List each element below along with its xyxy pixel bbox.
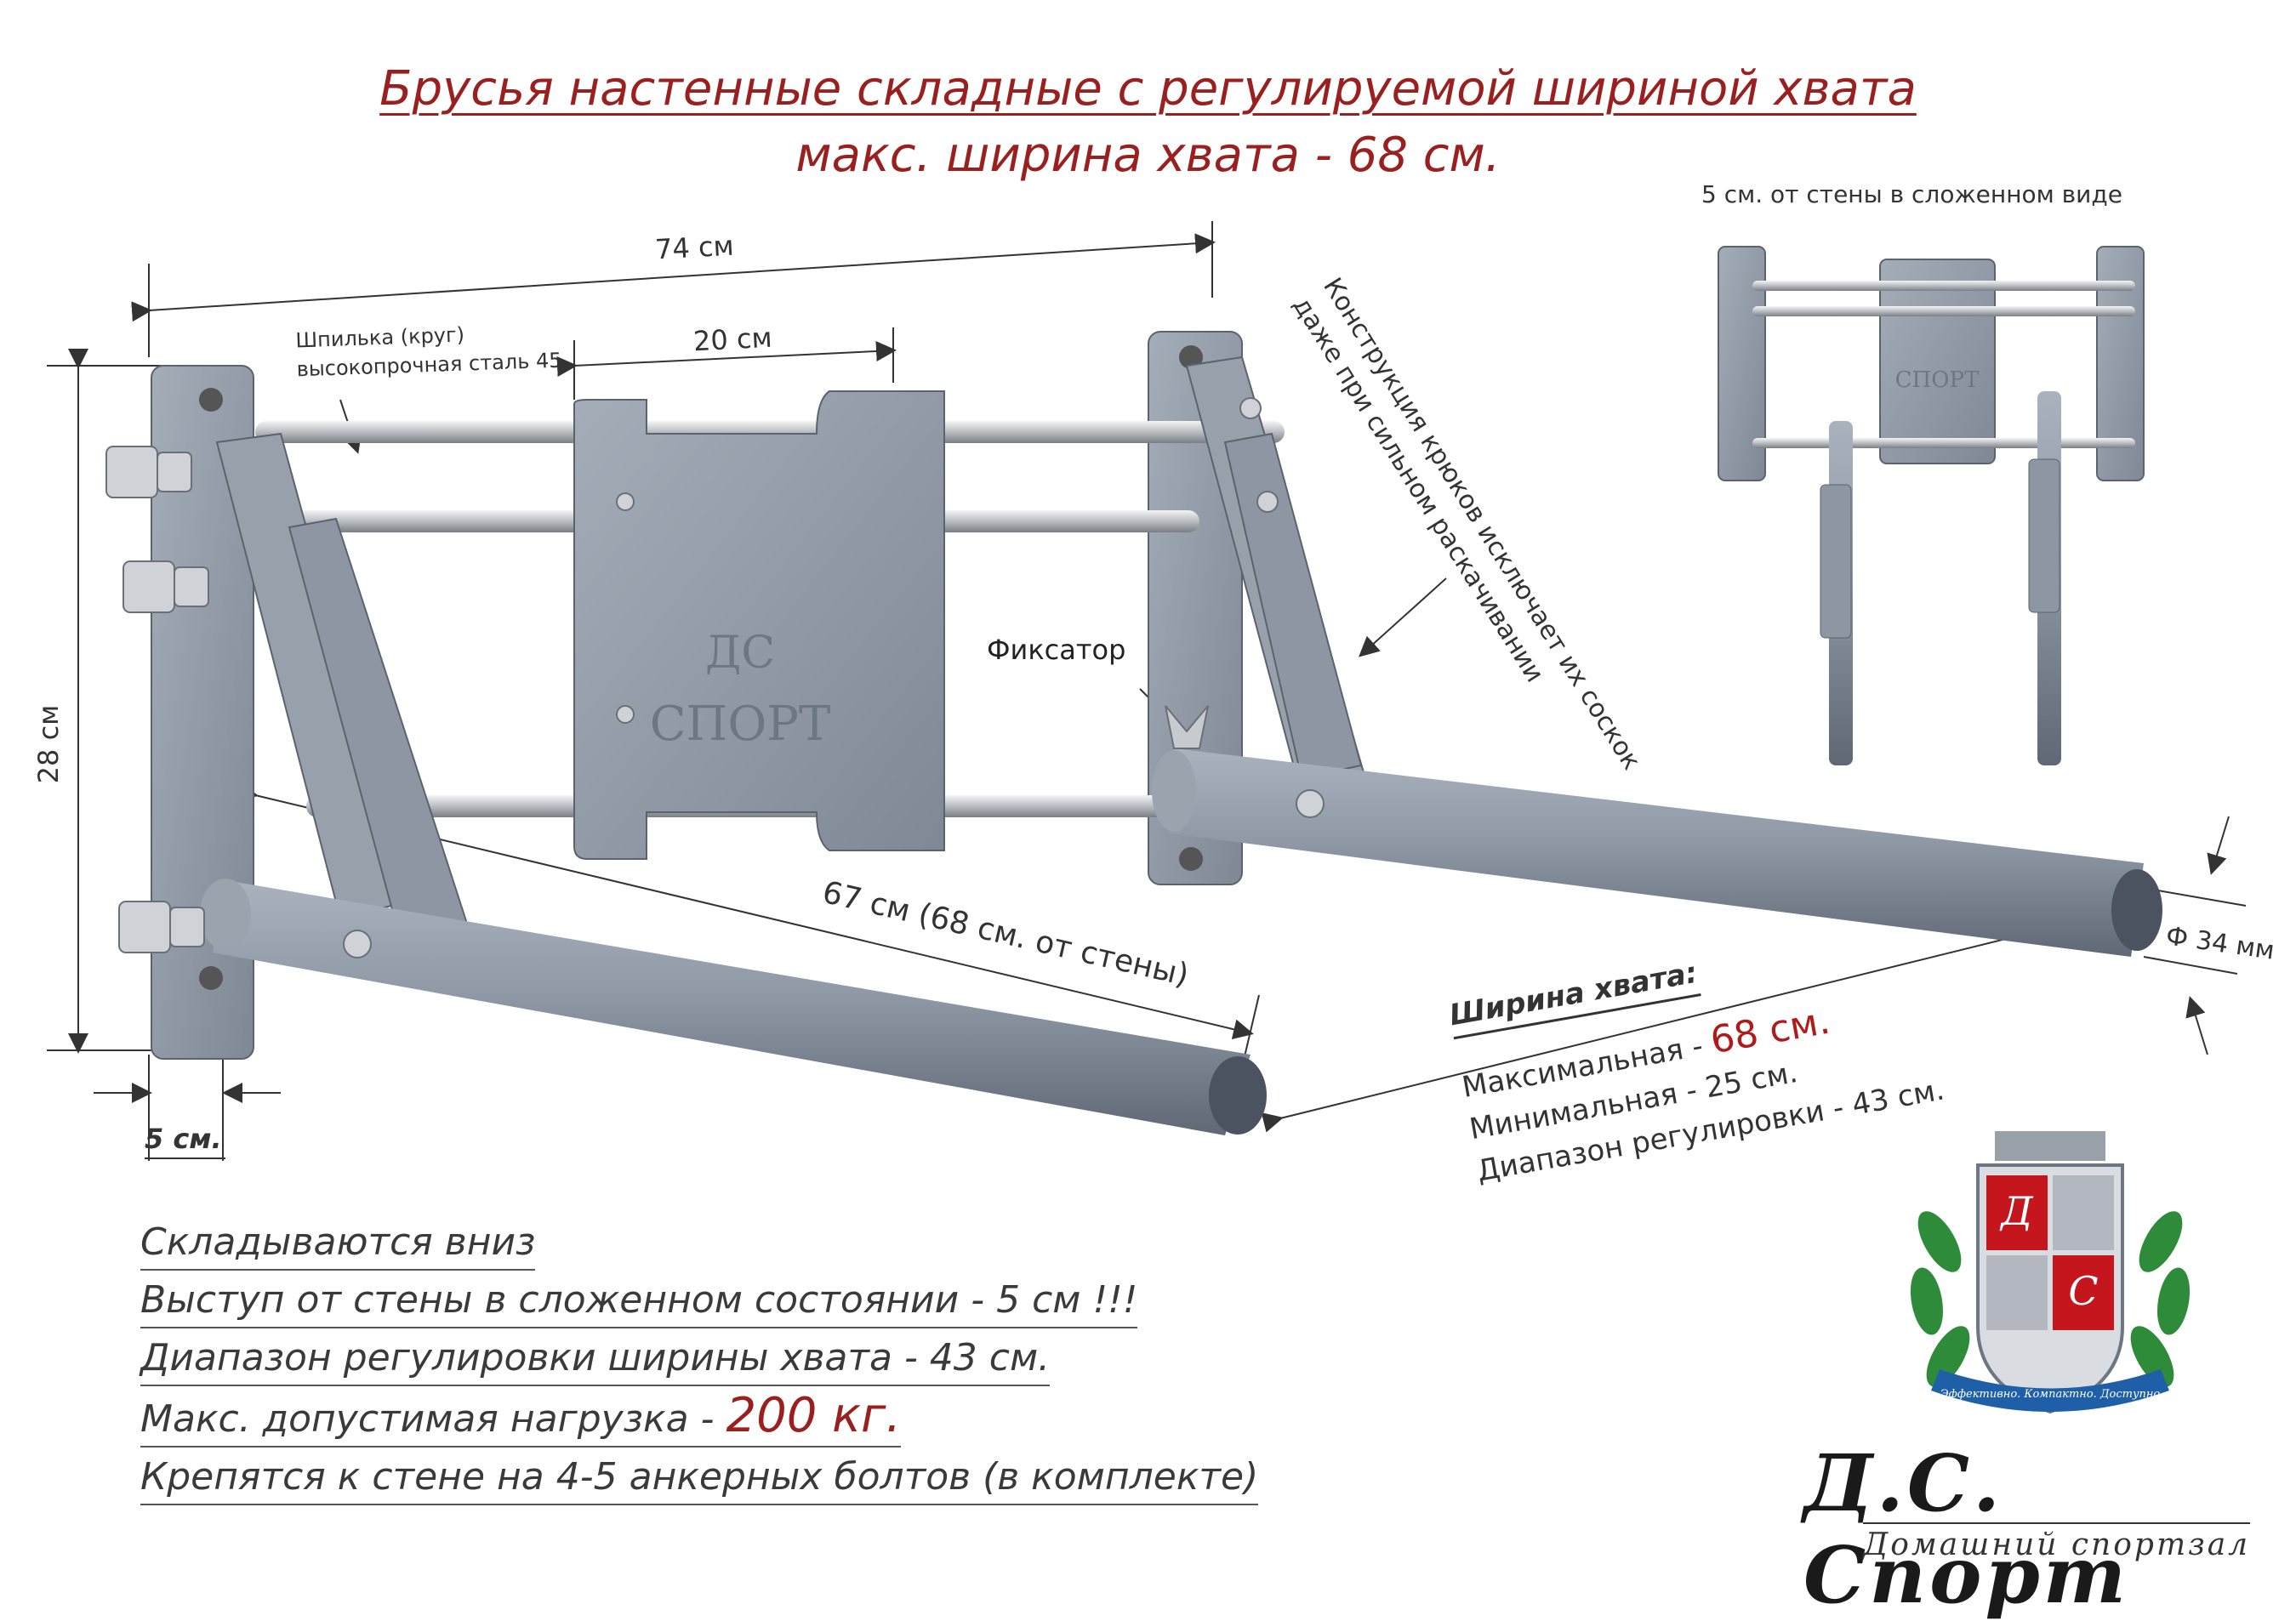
note-grip-range: Диапазон регулировки ширины хвата - 43 с… — [140, 1332, 1051, 1386]
note-max-load: Макс. допустимая нагрузка - 200 кг. — [140, 1390, 902, 1448]
dim-width-total: 74 см — [654, 229, 735, 266]
feature-notes: Складываются вниз Выступ от стены в слож… — [140, 1216, 1259, 1509]
svg-text:28 см: 28 см — [32, 705, 65, 784]
dim-center-plate: 20 см — [692, 321, 773, 358]
svg-text:ДС: ДС — [705, 628, 775, 679]
svg-text:Ф 34 мм: Ф 34 мм — [2164, 921, 2276, 966]
rod-callout: Шпилька (круг) высокопрочная сталь 45 — [295, 322, 562, 382]
svg-text:СПОРТ: СПОРТ — [650, 697, 831, 752]
page-title: Брусья настенные складные с регулируемой… — [379, 61, 1917, 117]
folded-view-drawing: СПОРТ — [1718, 246, 2145, 765]
svg-text:Конструкция крюков исключает и: Конструкция крюков исключает их соскок — [1317, 273, 1646, 776]
product-drawing: ДС СПОРТ Конструкция крюков исключает их… — [32, 221, 2276, 1161]
svg-text:Эффективно. Компактно. Доступн: Эффективно. Компактно. Доступно — [1940, 1388, 2161, 1401]
brand-tagline: Домашний спортзал — [1863, 1522, 2251, 1562]
lock-callout: Фиксатор — [987, 634, 1126, 666]
note-mounting: Крепятся к стене на 4-5 анкерных болтов … — [140, 1451, 1259, 1505]
svg-text:Д: Д — [1999, 1188, 2034, 1234]
dimension-lines — [47, 221, 2247, 1161]
note-fold-down: Складываются вниз — [140, 1216, 536, 1271]
folded-caption: 5 см. от стены в сложенном виде — [1701, 180, 2122, 208]
svg-text:С: С — [2068, 1268, 2098, 1314]
brand-emblem: Д С Эффективно. Компактно. Доступно — [1910, 1131, 2191, 1414]
svg-text:даже при сильном раскачивании: даже при сильном раскачивании — [1287, 292, 1550, 688]
dim-wall-gap: 5 см. — [145, 1123, 222, 1155]
page-subtitle: макс. ширина хвата - 68 см. — [795, 128, 1501, 183]
svg-text:СПОРТ: СПОРТ — [1895, 367, 1980, 393]
note-protrusion: Выступ от стены в сложенном состоянии - … — [140, 1274, 1138, 1328]
